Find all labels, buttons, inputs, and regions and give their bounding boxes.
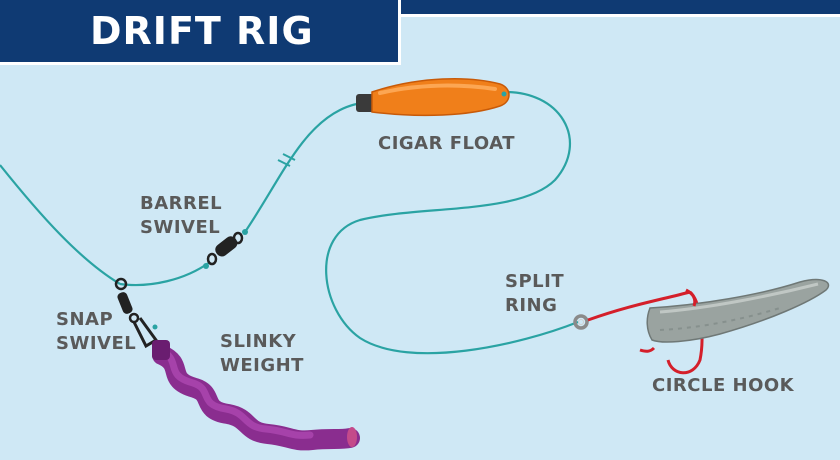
label-barrel-swivel-line1: BARREL	[140, 193, 223, 214]
barrel-swivel-icon	[203, 229, 248, 269]
page-title: DRIFT RIG	[90, 9, 314, 53]
label-slinky-weight-line1: SLINKY	[220, 331, 297, 352]
soft-bait-icon	[646, 278, 830, 343]
label-barrel-swivel: BARREL SWIVEL	[140, 192, 222, 240]
label-split-ring: SPLIT RING	[505, 270, 564, 318]
label-slinky-weight: SLINKY WEIGHT	[220, 330, 304, 378]
label-snap-swivel: SNAP SWIVEL	[56, 308, 136, 356]
label-cigar-float: CIGAR FLOAT	[378, 133, 515, 154]
bobber-stop-marks	[277, 153, 296, 167]
cigar-float-icon	[356, 77, 510, 117]
leader-to-ring	[325, 90, 579, 355]
hook-shank	[685, 288, 697, 307]
snap-swivel-icon	[114, 277, 159, 349]
label-slinky-weight-line2: WEIGHT	[220, 355, 304, 376]
label-split-ring-line2: RING	[505, 295, 558, 316]
label-snap-swivel-line1: SNAP	[56, 309, 114, 330]
label-circle-hook: CIRCLE HOOK	[652, 375, 795, 396]
main-line-left	[0, 164, 121, 285]
label-split-ring-line1: SPLIT	[505, 271, 565, 292]
title-banner: DRIFT RIG	[0, 0, 401, 65]
label-barrel-swivel-line2: SWIVEL	[140, 217, 221, 238]
label-snap-swivel-line2: SWIVEL	[56, 333, 137, 354]
main-line-middle	[119, 261, 211, 287]
header-strip	[398, 0, 840, 17]
split-ring-icon	[573, 314, 589, 330]
slinky-weight-icon	[152, 340, 360, 451]
leader-to-float	[244, 101, 367, 233]
